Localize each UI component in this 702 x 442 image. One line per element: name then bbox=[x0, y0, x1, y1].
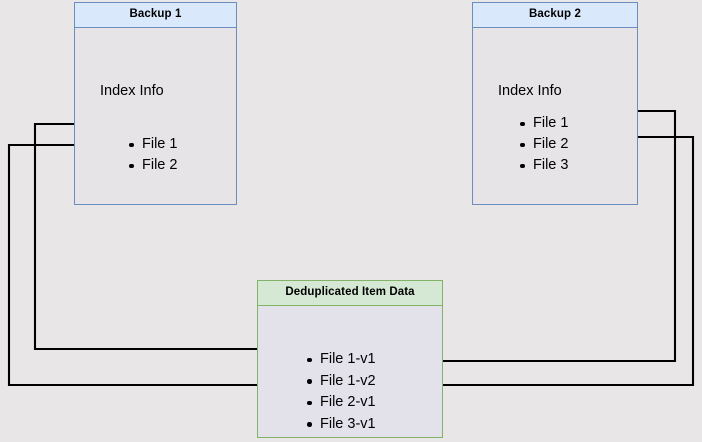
backup-1-title: Backup 1 bbox=[75, 3, 236, 28]
dedup-file-list: File 1-v1 File 1-v2 File 2-v1 File 3-v1 bbox=[305, 349, 376, 435]
backup-1-file-list: File 1 File 2 bbox=[127, 134, 177, 176]
list-item[interactable]: File 1 bbox=[127, 134, 177, 155]
dedup-title: Deduplicated Item Data bbox=[258, 281, 442, 306]
backup-2-title: Backup 2 bbox=[473, 3, 637, 28]
list-item[interactable]: File 2 bbox=[127, 155, 177, 176]
list-item[interactable]: File 1-v1 bbox=[305, 349, 376, 371]
backup-2-file-list: File 1 File 2 File 3 bbox=[518, 113, 568, 176]
dedup-body: File 1-v1 File 1-v2 File 2-v1 File 3-v1 bbox=[258, 306, 442, 437]
backup-1-caption: Index Info bbox=[100, 83, 164, 99]
list-item[interactable]: File 2 bbox=[518, 134, 568, 155]
backup-1-box[interactable]: Backup 1 Index Info File 1 File 2 bbox=[74, 2, 237, 205]
deduplicated-item-data-box[interactable]: Deduplicated Item Data File 1-v1 File 1-… bbox=[257, 280, 443, 438]
list-item[interactable]: File 1 bbox=[518, 113, 568, 134]
backup-2-body: Index Info File 1 File 2 File 3 bbox=[473, 28, 637, 204]
backup-2-caption: Index Info bbox=[498, 83, 562, 99]
list-item[interactable]: File 1-v2 bbox=[305, 371, 376, 393]
list-item[interactable]: File 3 bbox=[518, 155, 568, 176]
backup-2-box[interactable]: Backup 2 Index Info File 1 File 2 File 3 bbox=[472, 2, 638, 205]
list-item[interactable]: File 2-v1 bbox=[305, 392, 376, 414]
list-item[interactable]: File 3-v1 bbox=[305, 414, 376, 436]
backup-1-body: Index Info File 1 File 2 bbox=[75, 28, 236, 204]
